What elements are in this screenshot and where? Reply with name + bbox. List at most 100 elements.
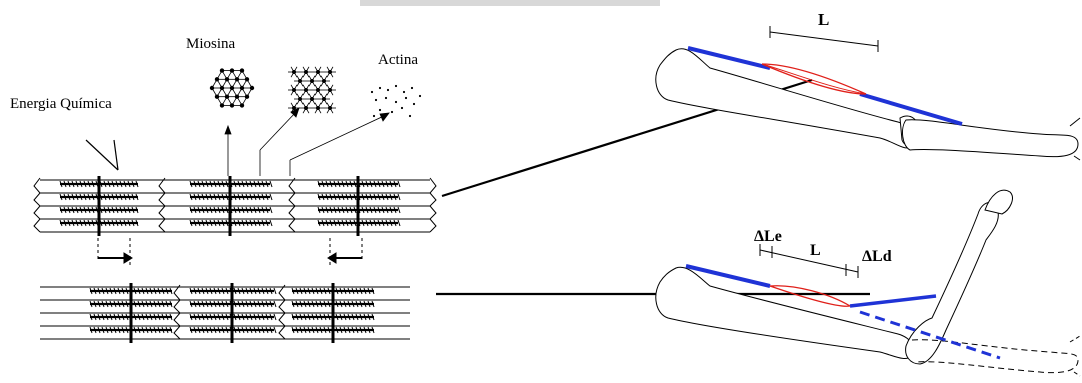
cross-bridge xyxy=(145,326,149,334)
tendon-top-left xyxy=(687,46,771,70)
cross-bridge xyxy=(101,313,105,321)
cross-bridge xyxy=(325,206,329,214)
cross-bridge xyxy=(233,326,237,334)
cross-bridge xyxy=(315,326,319,334)
cross-bridge xyxy=(221,287,225,295)
myosin-node xyxy=(239,103,245,108)
cross-bridge xyxy=(135,180,139,188)
myofibril-node xyxy=(315,106,320,111)
cross-bridge xyxy=(197,287,201,295)
cross-bridge xyxy=(197,206,201,214)
energy-pointer xyxy=(85,139,119,171)
myofibril-node xyxy=(291,88,296,93)
cross-bridge xyxy=(91,180,95,188)
cross-bridge xyxy=(253,313,257,321)
cross-bridge xyxy=(373,219,377,227)
cross-bridge xyxy=(349,180,353,188)
cross-bridge xyxy=(385,180,389,188)
cross-bridge xyxy=(249,326,253,334)
cross-bridge xyxy=(157,326,161,334)
actin-dot xyxy=(378,108,382,112)
cross-bridge xyxy=(205,193,209,201)
cross-bridge xyxy=(257,287,261,295)
cross-bridge xyxy=(269,180,273,188)
cross-bridge xyxy=(261,219,265,227)
cross-bridge xyxy=(369,180,373,188)
cross-bridge xyxy=(131,219,135,227)
cross-bridge xyxy=(367,313,371,321)
cross-bridge xyxy=(125,326,129,334)
cross-bridge xyxy=(213,313,217,321)
tendon-bottom-ghost xyxy=(859,310,1001,360)
cross-bridge xyxy=(209,300,213,308)
cross-bridge xyxy=(331,287,335,295)
cross-bridge xyxy=(327,300,331,308)
cross-bridge xyxy=(157,300,161,308)
cross-bridge xyxy=(165,313,169,321)
cross-bridge xyxy=(373,180,377,188)
cross-bridge xyxy=(113,287,117,295)
cross-bridge xyxy=(119,193,123,201)
myofibril-node xyxy=(321,97,326,102)
length-marker-top xyxy=(769,26,879,52)
cross-bridge xyxy=(237,180,241,188)
tendon-top-right xyxy=(859,92,963,126)
cross-bridge xyxy=(205,326,209,334)
cross-bridge xyxy=(127,206,131,214)
cross-bridge xyxy=(357,193,361,201)
cross-bridge xyxy=(237,326,241,334)
cross-bridge xyxy=(149,313,153,321)
myofibril-node xyxy=(327,106,332,111)
cross-bridge xyxy=(161,300,165,308)
cross-bridge xyxy=(295,287,299,295)
cross-bridge xyxy=(71,193,75,201)
cross-bridge xyxy=(105,300,109,308)
myofibril-node xyxy=(297,97,302,102)
cross-bridge xyxy=(317,180,321,188)
cross-bridge xyxy=(363,287,367,295)
cross-bridge xyxy=(361,206,365,214)
cross-bridge xyxy=(197,219,201,227)
cross-bridge xyxy=(127,180,131,188)
cross-bridge xyxy=(89,300,93,308)
cross-bridge xyxy=(233,219,237,227)
cross-bridge xyxy=(353,193,357,201)
cross-bridge xyxy=(221,193,225,201)
cross-bridge xyxy=(319,287,323,295)
cross-bridge xyxy=(189,300,193,308)
cross-bridge xyxy=(111,206,115,214)
cross-bridge xyxy=(209,313,213,321)
cross-bridge xyxy=(351,326,355,334)
cross-bridge xyxy=(83,206,87,214)
cross-bridge xyxy=(311,326,315,334)
cross-bridge xyxy=(365,180,369,188)
cross-bridge xyxy=(121,313,125,321)
cross-bridge xyxy=(397,193,401,201)
cross-bridge xyxy=(169,287,173,295)
cross-bridge xyxy=(103,219,107,227)
cross-bridge xyxy=(265,193,269,201)
cross-bridge xyxy=(347,287,351,295)
cross-bridge xyxy=(241,300,245,308)
cross-bridge xyxy=(217,287,221,295)
cross-bridge xyxy=(369,193,373,201)
cross-bridge xyxy=(357,219,361,227)
cross-bridge xyxy=(335,287,339,295)
cross-bridge xyxy=(257,313,261,321)
cross-bridge xyxy=(269,193,273,201)
cross-bridge xyxy=(169,313,173,321)
cross-bridge xyxy=(347,326,351,334)
cross-bridge xyxy=(321,206,325,214)
cross-bridge xyxy=(361,193,365,201)
cross-bridge xyxy=(349,193,353,201)
cross-bridge xyxy=(205,219,209,227)
cross-bridge xyxy=(75,193,79,201)
cross-bridge xyxy=(333,219,337,227)
cross-bridge xyxy=(351,287,355,295)
cross-bridge xyxy=(295,313,299,321)
cross-bridge xyxy=(117,287,121,295)
cross-bridge xyxy=(329,180,333,188)
cross-bridge xyxy=(91,206,95,214)
cross-bridge xyxy=(225,287,229,295)
cross-bridge xyxy=(157,287,161,295)
